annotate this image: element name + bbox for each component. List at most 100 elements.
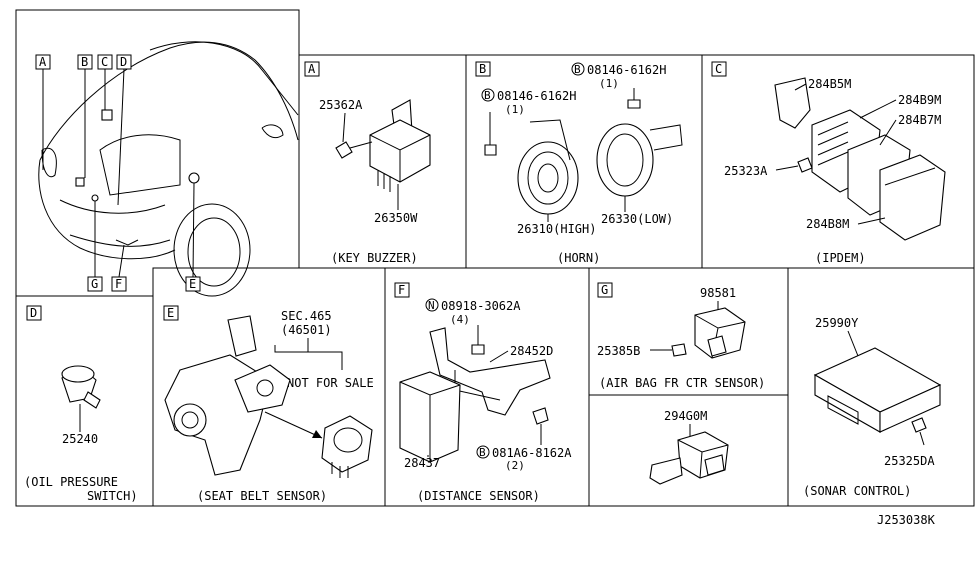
panel-A-caption: (KEY BUZZER): [331, 251, 418, 265]
car-fender: [38, 159, 176, 260]
nut-number: 08918-3062A: [441, 299, 521, 313]
overview-part-f: [115, 239, 139, 246]
part-284B7M[interactable]: 284B7M: [898, 113, 941, 127]
panel-G-letter: G: [601, 283, 608, 297]
panel-G: G 98581 25385B (AIR BAG FR CTR SENSOR): [597, 282, 765, 390]
part-284B5M[interactable]: 284B5M: [808, 77, 851, 91]
panel-E-letter: E: [167, 306, 174, 320]
panel-D-caption-1: (OIL PRESSURE: [24, 475, 118, 489]
nut-callout[interactable]: N 08918-3062A (4): [425, 298, 521, 326]
horn-high-bracket: [529, 119, 571, 161]
oil-switch-hex: [61, 365, 95, 383]
bolt-callout-2[interactable]: B 08146-6162H (1): [481, 88, 576, 116]
bolt-callout-1[interactable]: B 08146-6162H (1): [571, 62, 666, 90]
airbag-sensor-connector: [707, 335, 727, 357]
sonar-control-connector: [827, 395, 859, 425]
part-25990Y[interactable]: 25990Y: [815, 316, 859, 330]
tag-F-label: F: [115, 277, 122, 291]
panel-S: 25990Y 25325DA (SONAR CONTROL): [803, 316, 942, 498]
sonar-control-bolt: [911, 417, 927, 433]
part-26310-high[interactable]: 26310(HIGH): [517, 222, 596, 236]
part-25362A[interactable]: 25362A: [319, 98, 363, 112]
panel-D-letter: D: [30, 306, 37, 320]
tag-G-label: G: [91, 277, 98, 291]
key-buzzer-screw: [335, 141, 353, 159]
ipdem-cover-2: [879, 154, 946, 241]
bolt-F-qty: (2): [505, 459, 525, 472]
tag-A[interactable]: A: [35, 54, 51, 70]
tag-E[interactable]: E: [185, 276, 201, 292]
not-for-sale-note: NOT FOR SALE: [287, 376, 374, 390]
part-25325DA[interactable]: 25325DA: [884, 454, 935, 468]
panel-D-caption-2: SWITCH): [87, 489, 138, 503]
seat-belt-sensor: [321, 415, 373, 473]
nut-symbol: N: [428, 299, 435, 312]
diagram-id: J253038K: [877, 513, 936, 527]
distance-sensor-bolt: [532, 407, 549, 425]
airbag-sensor-nut: [671, 343, 687, 357]
tag-A-label: A: [39, 55, 47, 69]
bolt-2-symbol: B: [484, 89, 491, 102]
tag-B[interactable]: B: [77, 54, 93, 70]
panel-S-caption: (SONAR CONTROL): [803, 484, 911, 498]
panel-D-letter-box: [26, 305, 42, 321]
part-25385B[interactable]: 25385B: [597, 344, 640, 358]
ipdem-screw: [797, 157, 813, 173]
airbag-sensor-body: [694, 307, 746, 359]
bolt-F-symbol: B: [479, 446, 486, 459]
overview-part-c: [101, 109, 113, 121]
ipdem-bracket: [774, 77, 811, 129]
panel-H: 294G0M: [649, 409, 729, 485]
tag-D-label: D: [120, 55, 127, 69]
panel-E-caption: (SEAT BELT SENSOR): [197, 489, 327, 503]
horn-low-body: [596, 123, 654, 197]
panel-A-letter: A: [308, 62, 316, 76]
panel-F: F N 08918-3062A (4) 28452D 28437 B 081A6…: [394, 282, 572, 503]
part-25240[interactable]: 25240: [62, 432, 98, 446]
car-mirror: [261, 124, 284, 139]
tag-F[interactable]: F: [111, 276, 127, 292]
frame-G: [588, 267, 789, 396]
part-294G0M[interactable]: 294G0M: [664, 409, 707, 423]
part-26330-low[interactable]: 26330(LOW): [601, 212, 673, 226]
car-overview: A B C D G F E: [35, 41, 299, 297]
part-28452D[interactable]: 28452D: [510, 344, 553, 358]
sensor-arrow: [264, 411, 323, 439]
bolt-1-number: 08146-6162H: [587, 63, 666, 77]
part-284B8M[interactable]: 284B8M: [806, 217, 849, 231]
distance-sensor-bracket: [429, 327, 551, 416]
sec-reference-number: (46501): [281, 323, 332, 337]
tag-C-label: C: [101, 55, 108, 69]
horn-low-bracket: [649, 124, 683, 151]
part-26350W[interactable]: 26350W: [374, 211, 418, 225]
seat-pivot: [173, 403, 207, 437]
car-windshield: [149, 41, 299, 116]
car-engine-cover: [99, 134, 181, 196]
tag-B-label: B: [81, 55, 88, 69]
overview-part-b: [75, 177, 85, 187]
sec-reference[interactable]: SEC.465: [281, 309, 332, 323]
overview-part-g: [91, 194, 99, 202]
frame-D: [15, 295, 154, 507]
panel-C-letter-box: [711, 61, 727, 77]
tag-E-label: E: [189, 277, 196, 291]
part-28437[interactable]: 28437: [404, 456, 440, 470]
part-25323A[interactable]: 25323A: [724, 164, 768, 178]
bolt-1-symbol: B: [574, 63, 581, 76]
sonar-control-side: [879, 384, 941, 433]
panel-B: B B 08146-6162H (1) B 08146-6162H (1) 26…: [475, 61, 683, 265]
overview-part-e: [188, 172, 200, 184]
horn-high-body: [517, 141, 579, 215]
panel-B-caption: (HORN): [557, 251, 600, 265]
part-98581[interactable]: 98581: [700, 286, 736, 300]
tag-D[interactable]: D: [116, 54, 132, 70]
tag-C[interactable]: C: [97, 54, 113, 70]
panel-G-caption: (AIR BAG FR CTR SENSOR): [599, 376, 765, 390]
panel-E: E SEC.465 (46501) NOT FOR SALE (SEAT BEL…: [163, 305, 374, 503]
panel-F-letter: F: [398, 283, 405, 297]
part-284B9M[interactable]: 284B9M: [898, 93, 941, 107]
car-grille: [59, 199, 166, 214]
bolt-callout-F[interactable]: B 081A6-8162A (2): [476, 445, 572, 472]
car-wheel-inner: [187, 217, 241, 287]
tag-G[interactable]: G: [87, 276, 103, 292]
